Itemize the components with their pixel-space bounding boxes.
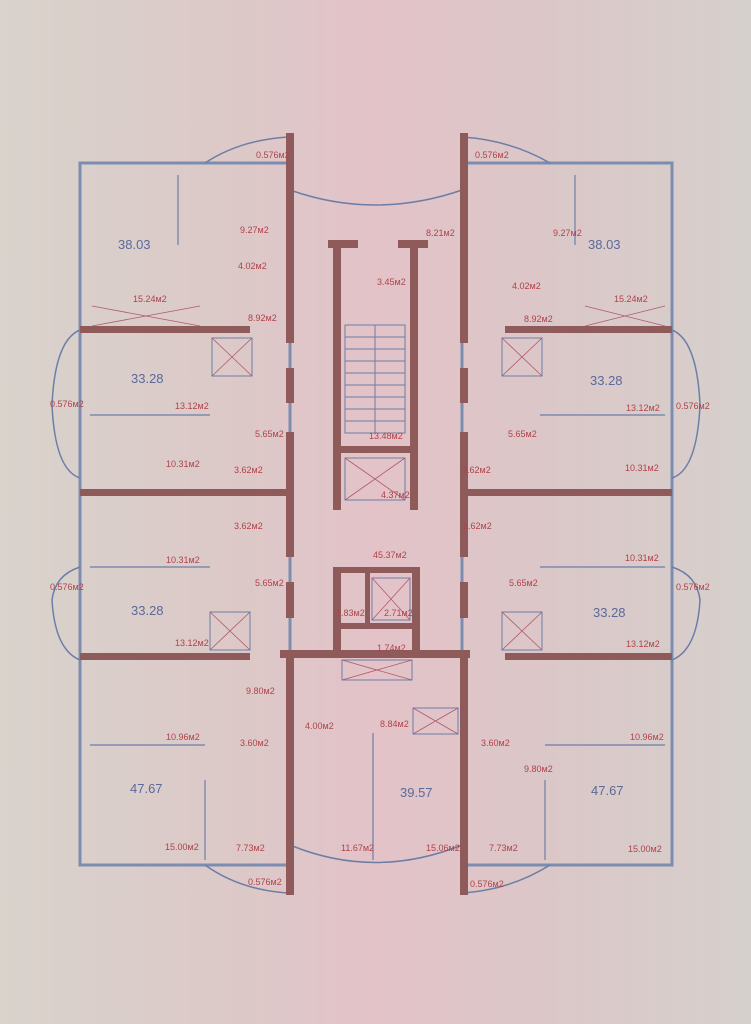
- room-area: 3.45м2: [377, 277, 406, 287]
- room-area: 8.84м2: [380, 719, 409, 729]
- room-area: 4.02м2: [512, 281, 541, 291]
- room-area: 10.31м2: [166, 555, 200, 565]
- structural-walls: [80, 133, 672, 895]
- room-area: 0.576м2: [50, 582, 84, 592]
- room-area: 4.37м2: [381, 490, 410, 500]
- room-area: 10.31м2: [625, 463, 659, 473]
- room-area: 0.576м2: [676, 401, 710, 411]
- room-area: 13.48м2: [369, 431, 403, 441]
- apartment-area-mid-right-1: 33.28: [590, 373, 623, 388]
- room-area: 3.60м2: [240, 738, 269, 748]
- room-area: 3.62м2: [234, 521, 263, 531]
- room-area: 3.62м2: [463, 521, 492, 531]
- room-area: 9.27м2: [553, 228, 582, 238]
- room-area: 15.24м2: [614, 294, 648, 304]
- room-area: 15.00м2: [628, 844, 662, 854]
- room-area: 3.60м2: [481, 738, 510, 748]
- room-area: 8.92м2: [248, 313, 277, 323]
- room-area: 13.12м2: [175, 401, 209, 411]
- room-area: 45.37м2: [373, 550, 407, 560]
- room-area: 15.06м2: [426, 843, 460, 853]
- room-area: 0.576м2: [470, 879, 504, 889]
- stairs: [344, 324, 406, 434]
- apartment-area-top-left: 38.03: [118, 237, 151, 252]
- room-area: 13.12м2: [626, 639, 660, 649]
- room-area: 4.02м2: [238, 261, 267, 271]
- shafts: [91, 305, 666, 735]
- apartment-area-bottom-right: 47.67: [591, 783, 624, 798]
- room-area: 3.62м2: [462, 465, 491, 475]
- room-area: 9.27м2: [240, 225, 269, 235]
- room-area: 13.12м2: [626, 403, 660, 413]
- room-area: 8.92м2: [524, 314, 553, 324]
- balconies: [51, 136, 701, 894]
- apartment-area-bottom-center: 39.57: [400, 785, 433, 800]
- room-area: 5.65м2: [508, 429, 537, 439]
- partitions: [90, 175, 665, 860]
- room-area: 0.576м2: [256, 150, 290, 160]
- room-area: 2.71м2: [384, 608, 413, 618]
- room-area: 5.65м2: [255, 578, 284, 588]
- room-area: 10.31м2: [625, 553, 659, 563]
- room-area: 1.74м2: [377, 643, 406, 653]
- room-area: 0.576м2: [676, 582, 710, 592]
- apartment-area-mid-left-2: 33.28: [131, 603, 164, 618]
- room-area: 3.62м2: [234, 465, 263, 475]
- room-area: 5.65м2: [509, 578, 538, 588]
- room-area: 1.83м2: [336, 608, 365, 618]
- room-area: 9.80м2: [246, 686, 275, 696]
- room-area: 7.73м2: [236, 843, 265, 853]
- room-area-labels: 0.576м2 0.576м2 9.27м2 9.27м2 8.21м2 4.0…: [50, 150, 710, 889]
- room-area: 9.80м2: [524, 764, 553, 774]
- room-area: 15.00м2: [165, 842, 199, 852]
- room-area: 0.576м2: [50, 399, 84, 409]
- apartment-area-bottom-left: 47.67: [130, 781, 163, 796]
- room-area: 10.31м2: [166, 459, 200, 469]
- room-area: 13.12м2: [175, 638, 209, 648]
- room-area: 10.96м2: [630, 732, 664, 742]
- room-area: 10.96м2: [166, 732, 200, 742]
- outer-walls: [78, 161, 674, 867]
- room-area: 0.576м2: [248, 877, 282, 887]
- room-area: 11.67м2: [341, 843, 374, 853]
- apartment-area-mid-right-2: 33.28: [593, 605, 626, 620]
- room-area: 0.576м2: [475, 150, 509, 160]
- room-area: 8.21м2: [426, 228, 455, 238]
- room-area: 5.65м2: [255, 429, 284, 439]
- apartment-area-mid-left-1: 33.28: [131, 371, 164, 386]
- room-area: 15.24м2: [133, 294, 167, 304]
- apartment-area-top-right: 38.03: [588, 237, 621, 252]
- room-area: 4.00м2: [305, 721, 334, 731]
- room-area: 7.73м2: [489, 843, 518, 853]
